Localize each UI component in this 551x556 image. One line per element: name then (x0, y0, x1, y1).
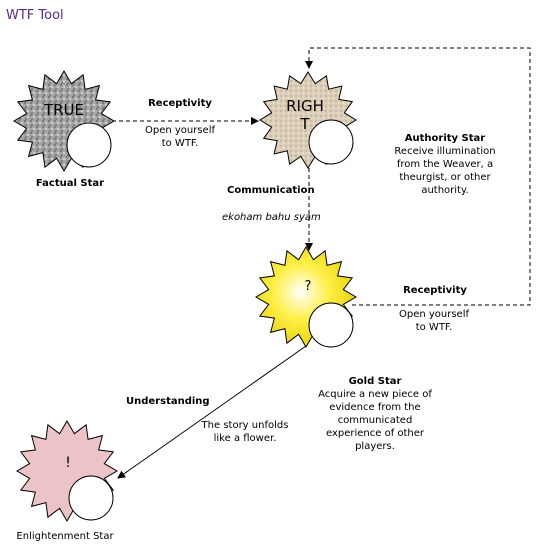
gold-star-desc-line3: communicated (337, 415, 413, 426)
receptivity-right-desc-line1: Open yourself (398, 309, 470, 320)
understanding-label: Understanding (126, 396, 210, 407)
factual-star-symbol: TRUE (43, 101, 85, 119)
gold-star-desc-line1: Acquire a new piece of (318, 389, 432, 400)
communication-desc: ekoham bahu syam (222, 212, 321, 223)
receptivity-right-desc-line2: to WTF. (415, 322, 453, 333)
receptivity-top-label: Receptivity (148, 98, 212, 109)
authority-star-symbol-line2: T (300, 115, 310, 133)
authority-star-desc-line1: Receive illumination (394, 146, 496, 157)
communication-label: Communication (227, 185, 315, 196)
understanding-desc-line2: like a flower. (213, 433, 277, 444)
authority-star-desc-line2: from the Weaver, a (396, 159, 494, 170)
gold-star-desc-line4: experience of other (325, 428, 425, 439)
receptivity-top-desc-line1: Open yourself (144, 125, 216, 136)
authority-star-desc-line3: theurgist, or other (399, 172, 491, 183)
factual-star-circle (66, 122, 112, 168)
enlightenment-star-symbol: ! (65, 455, 71, 471)
receptivity-top-desc-line2: to WTF. (161, 138, 199, 149)
authority-star-symbol-line1: RIGH (286, 97, 324, 115)
authority-star-circle (308, 119, 354, 165)
authority-star-desc-line4: authority. (421, 185, 469, 196)
gold-star-symbol: ? (304, 279, 312, 294)
enlightenment-star-circle (68, 475, 114, 521)
authority-star-name: Authority Star (404, 133, 486, 144)
factual-star-caption: Factual Star (35, 178, 105, 189)
receptivity-right-label: Receptivity (403, 285, 467, 296)
gold-star-name: Gold Star (348, 376, 402, 387)
edge-receptivity-right (305, 47, 531, 306)
enlightenment-star-caption: Enlightenment Star (16, 531, 114, 542)
page-title: WTF Tool (6, 8, 64, 23)
gold-star-circle (308, 302, 354, 348)
edge-understanding (117, 345, 307, 479)
gold-star-desc-line2: evidence from the (329, 402, 421, 413)
understanding-desc-line1: The story unfolds (201, 420, 289, 431)
gold-star-desc-line5: players. (355, 441, 395, 452)
